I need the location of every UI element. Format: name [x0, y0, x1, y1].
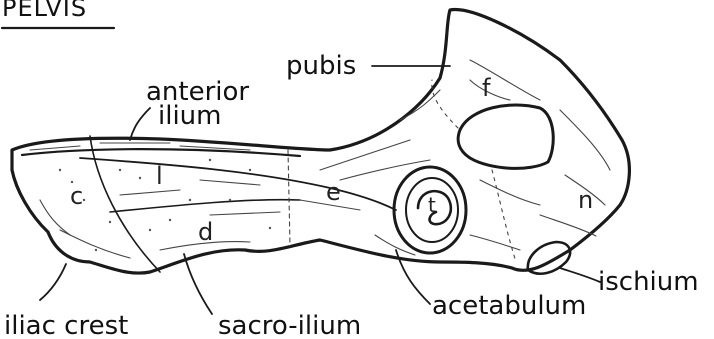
label-ischium: ischium: [598, 267, 699, 297]
region-letter-d: d: [198, 218, 213, 246]
diagram-title: PELVIS: [2, 0, 87, 22]
ischium-leader: [560, 268, 600, 282]
region-letter-e: e: [326, 178, 341, 206]
crest-inner-line: [22, 149, 300, 156]
label-ilium: ilium: [158, 101, 221, 131]
label-sacro-ilium: sacro-ilium: [218, 311, 361, 339]
region-letter-t: t: [428, 193, 436, 217]
lower-ridge-line: [110, 200, 300, 212]
ridge-line: [80, 158, 396, 210]
label-acetabulum: acetabulum: [432, 291, 586, 321]
region-letter-l: l: [156, 162, 163, 190]
label-iliac-crest: iliac crest: [4, 311, 128, 339]
sacro-ilium-leader: [184, 254, 212, 314]
pelvis-outline: [12, 10, 629, 274]
crest-division-line: [90, 136, 160, 272]
label-pubis: pubis: [286, 51, 356, 81]
region-letter-n: n: [578, 186, 593, 214]
sacro-division-line: [288, 150, 290, 246]
ischium-division-line: [492, 170, 516, 262]
iliac-crest-leader: [40, 264, 66, 300]
obturator-foramen: [458, 105, 553, 168]
anterior-ilium-leader: [130, 108, 150, 140]
region-letter-f: f: [482, 74, 491, 102]
region-letter-c: c: [70, 182, 83, 210]
bone-hatching: [30, 60, 610, 258]
